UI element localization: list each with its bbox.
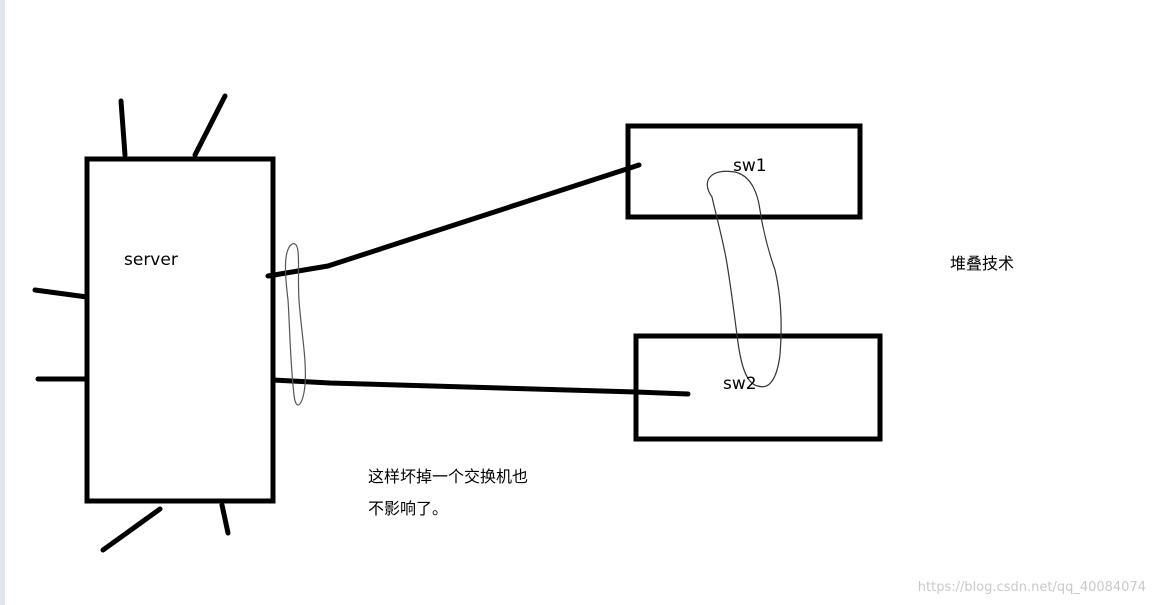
stub-top-right — [192, 93, 228, 158]
sw2-label: sw2 — [723, 374, 757, 394]
sw1-box — [625, 123, 863, 220]
stacking-loop — [706, 170, 782, 388]
link-aggregation-loop — [284, 243, 306, 406]
link-server-sw1 — [265, 162, 642, 279]
stacking-technology-label: 堆叠技术 — [950, 254, 1015, 273]
stub-top-left — [118, 98, 128, 158]
server-stub-lines — [32, 93, 231, 553]
server-box — [84, 156, 276, 504]
sw1-label: sw1 — [733, 156, 767, 176]
stub-left-upper — [32, 287, 90, 300]
link-server-sw2 — [270, 377, 691, 397]
note-line-1: 这样坏掉一个交换机也 — [368, 467, 529, 486]
watermark-url: https://blog.csdn.net/qq_40084074 — [917, 580, 1146, 595]
canvas-left-edge — [0, 0, 5, 605]
stub-bottom-right — [219, 502, 231, 536]
server-label: server — [124, 250, 178, 270]
sw2-box — [633, 333, 883, 442]
stub-bottom-left — [100, 506, 163, 553]
note-line-2: 不影响了。 — [368, 499, 449, 518]
